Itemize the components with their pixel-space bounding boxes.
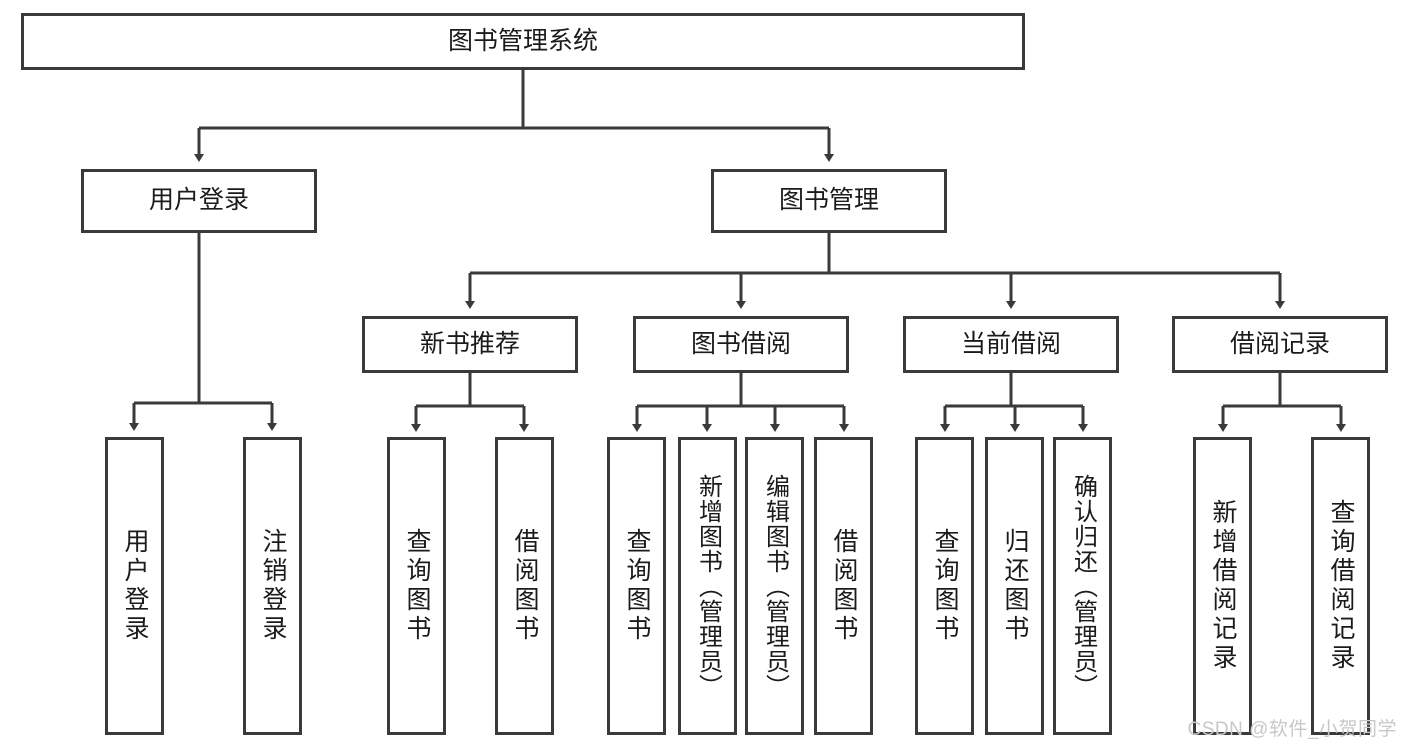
node-book-management[interactable]: 图书管理 xyxy=(711,169,947,233)
node-label: 用户登录 xyxy=(148,186,249,215)
node-label: 查询图书 xyxy=(403,528,431,644)
node-label: 用户登录 xyxy=(121,528,149,644)
node-current-borrow[interactable]: 当前借阅 xyxy=(903,316,1119,373)
node-label: 确认归还（管理员） xyxy=(1069,473,1097,699)
node-label: 注销登录 xyxy=(259,528,287,644)
node-label: 新增借阅记录 xyxy=(1209,499,1237,673)
node-label: 图书管理系统 xyxy=(447,26,598,55)
node-leaf-user-login[interactable]: 用户登录 xyxy=(105,437,164,735)
node-user-login[interactable]: 用户登录 xyxy=(81,169,317,233)
node-new-book-recommend[interactable]: 新书推荐 xyxy=(362,316,578,373)
node-label: 当前借阅 xyxy=(960,329,1061,358)
node-label: 新增图书（管理员） xyxy=(694,473,722,699)
node-leaf-borrow-book[interactable]: 借阅图书 xyxy=(814,437,873,735)
node-book-borrow[interactable]: 图书借阅 xyxy=(633,316,849,373)
node-label: 查询图书 xyxy=(931,528,959,644)
node-borrow-record[interactable]: 借阅记录 xyxy=(1172,316,1388,373)
node-leaf-query-book-borrow[interactable]: 查询图书 xyxy=(607,437,666,735)
node-leaf-confirm-return-admin[interactable]: 确认归还（管理员） xyxy=(1053,437,1112,735)
node-label: 图书借阅 xyxy=(690,329,791,358)
node-label: 新书推荐 xyxy=(419,329,520,358)
node-leaf-borrow-book-recommend[interactable]: 借阅图书 xyxy=(495,437,554,735)
node-label: 归还图书 xyxy=(1001,528,1029,644)
node-label: 编辑图书（管理员） xyxy=(761,473,789,699)
node-leaf-add-book-admin[interactable]: 新增图书（管理员） xyxy=(678,437,737,735)
csdn-watermark: CSDN @软件_小贺同学 xyxy=(1187,719,1397,740)
node-leaf-logout-login[interactable]: 注销登录 xyxy=(243,437,302,735)
node-leaf-add-borrow-record[interactable]: 新增借阅记录 xyxy=(1193,437,1252,735)
node-label: 借阅记录 xyxy=(1229,329,1330,358)
node-label: 借阅图书 xyxy=(830,528,858,644)
node-leaf-query-book-recommend[interactable]: 查询图书 xyxy=(387,437,446,735)
node-label: 查询图书 xyxy=(623,528,651,644)
node-leaf-query-book-current[interactable]: 查询图书 xyxy=(915,437,974,735)
node-leaf-edit-book-admin[interactable]: 编辑图书（管理员） xyxy=(745,437,804,735)
node-root-book-management-system[interactable]: 图书管理系统 xyxy=(21,13,1025,70)
node-label: 借阅图书 xyxy=(511,528,539,644)
node-leaf-return-book[interactable]: 归还图书 xyxy=(985,437,1044,735)
node-label: 图书管理 xyxy=(778,186,879,215)
node-label: 查询借阅记录 xyxy=(1327,499,1355,673)
node-leaf-query-borrow-record[interactable]: 查询借阅记录 xyxy=(1311,437,1370,735)
